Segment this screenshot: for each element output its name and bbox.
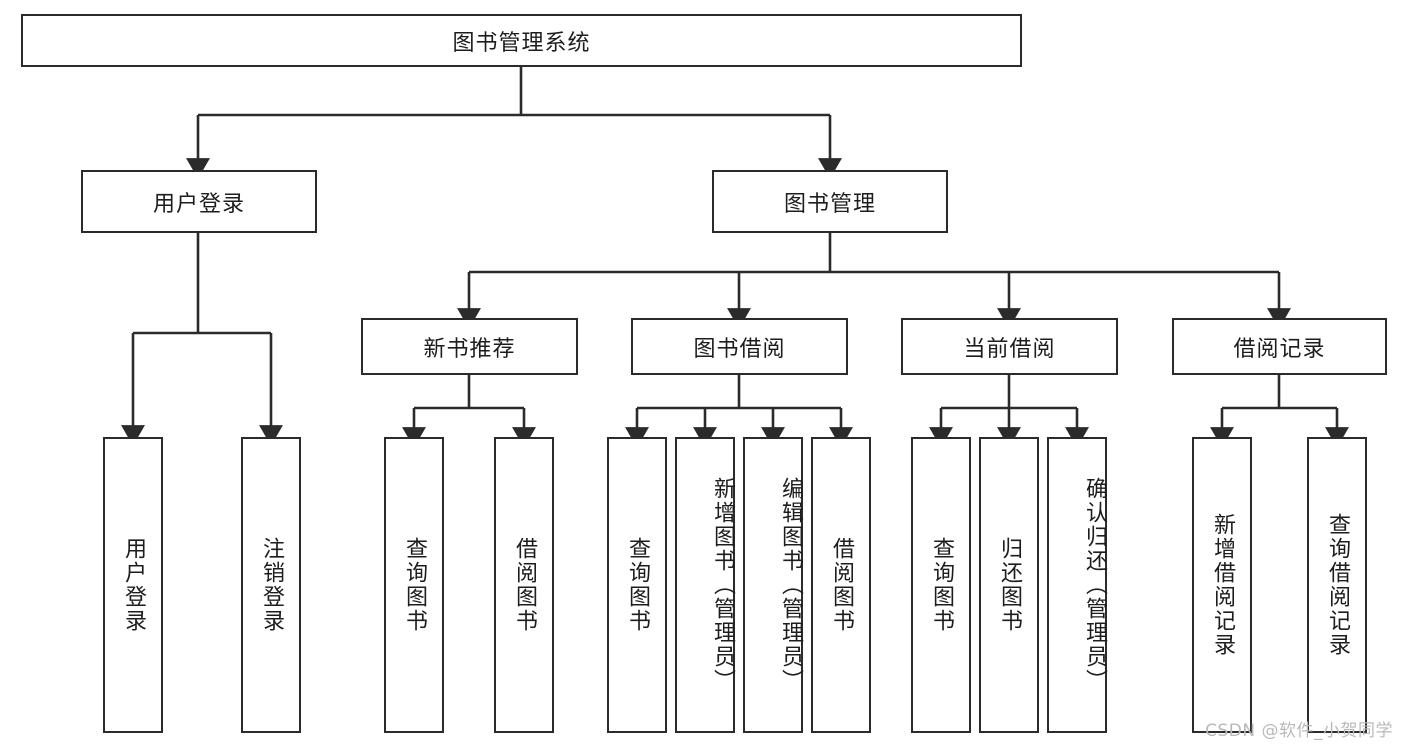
- node-root[interactable]: 图书管理系统: [21, 14, 1022, 67]
- node-leaf-query-record[interactable]: 查询借阅记录: [1307, 437, 1367, 733]
- node-leaf-add-record-label: 新增借阅记录: [1210, 513, 1235, 657]
- node-leaf-borrow-book-1[interactable]: 借阅图书: [494, 437, 554, 733]
- node-leaf-query-book-2-label: 查询图书: [625, 537, 650, 633]
- node-leaf-query-book-3-label: 查询图书: [929, 537, 954, 633]
- node-leaf-query-book-2[interactable]: 查询图书: [607, 437, 667, 733]
- node-root-label: 图书管理系统: [452, 30, 591, 56]
- node-user-login[interactable]: 用户登录: [81, 170, 317, 233]
- node-leaf-return-book[interactable]: 归还图书: [979, 437, 1039, 733]
- node-new-book-recommend-label: 新书推荐: [423, 336, 516, 362]
- node-leaf-user-logout-label: 注销登录: [259, 537, 284, 633]
- node-leaf-borrow-book-1-label: 借阅图书: [512, 537, 537, 633]
- node-new-book-recommend[interactable]: 新书推荐: [361, 318, 578, 375]
- node-leaf-edit-book-label: 编辑图书（管理员）: [778, 477, 803, 693]
- node-leaf-edit-book[interactable]: 编辑图书（管理员）: [743, 437, 803, 733]
- node-user-login-label: 用户登录: [152, 191, 245, 217]
- node-leaf-add-book[interactable]: 新增图书（管理员）: [675, 437, 735, 733]
- node-borrow-record-label: 借阅记录: [1233, 336, 1326, 362]
- node-leaf-add-record[interactable]: 新增借阅记录: [1192, 437, 1252, 733]
- watermark-text: CSDN @软件_小贺同学: [1205, 721, 1393, 741]
- node-current-borrow[interactable]: 当前借阅: [901, 318, 1118, 375]
- node-book-manage[interactable]: 图书管理: [712, 170, 948, 233]
- node-borrow-record[interactable]: 借阅记录: [1172, 318, 1387, 375]
- node-leaf-query-book-1[interactable]: 查询图书: [384, 437, 444, 733]
- node-current-borrow-label: 当前借阅: [963, 336, 1056, 362]
- node-leaf-confirm-return-label: 确认归还（管理员）: [1082, 477, 1107, 693]
- node-leaf-borrow-book-2[interactable]: 借阅图书: [811, 437, 871, 733]
- node-book-manage-label: 图书管理: [783, 191, 876, 217]
- node-leaf-query-book-1-label: 查询图书: [402, 537, 427, 633]
- node-leaf-borrow-book-2-label: 借阅图书: [829, 537, 854, 633]
- node-leaf-return-book-label: 归还图书: [997, 537, 1022, 633]
- node-leaf-query-book-3[interactable]: 查询图书: [911, 437, 971, 733]
- node-leaf-confirm-return[interactable]: 确认归还（管理员）: [1047, 437, 1107, 733]
- node-leaf-user-login-label: 用户登录: [121, 537, 146, 633]
- node-leaf-query-record-label: 查询借阅记录: [1325, 513, 1350, 657]
- node-book-borrow[interactable]: 图书借阅: [631, 318, 848, 375]
- node-leaf-add-book-label: 新增图书（管理员）: [710, 477, 735, 693]
- node-book-borrow-label: 图书借阅: [693, 336, 786, 362]
- node-leaf-user-logout[interactable]: 注销登录: [241, 437, 301, 733]
- node-leaf-user-login[interactable]: 用户登录: [103, 437, 163, 733]
